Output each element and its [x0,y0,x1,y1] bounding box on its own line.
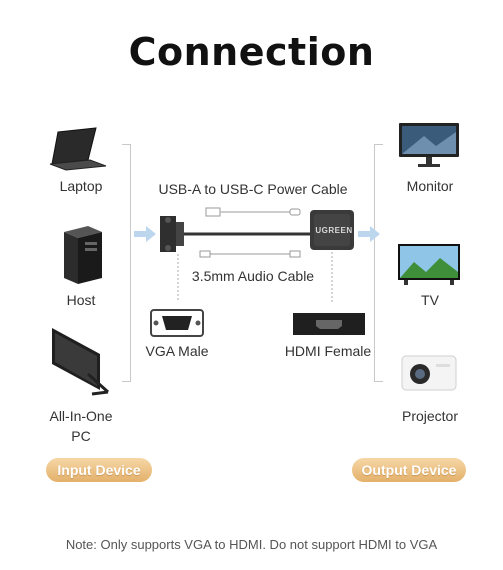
hdmi-port-icon [293,313,365,335]
adapter-drawing [160,207,354,302]
tv-label: TV [421,292,439,308]
vga-port-icon [150,309,204,337]
projector-label: Projector [401,408,459,424]
hdmi-female-label: HDMI Female [284,343,372,359]
output-device-badge: Output Device [352,458,466,482]
page-title: Connection [128,30,375,74]
monitor-label: Monitor [406,178,454,194]
monitor-icon [399,123,459,167]
host-icon [64,226,102,284]
output-bracket [374,144,383,382]
output-arrow-icon [358,226,380,242]
vga-male-label: VGA Male [145,343,209,359]
adapter-brand: UGREEN [315,226,353,235]
input-bracket [122,144,131,382]
laptop-label: Laptop [59,178,103,194]
all-in-one-label-1: All-In-One [49,408,113,424]
power-cable-label: USB-A to USB-C Power Cable [158,181,348,197]
support-note: Note: Only supports VGA to HDMI. Do not … [65,537,438,552]
tv-icon [398,244,460,285]
input-arrow-icon [134,226,156,242]
all-in-one-label-2: PC [71,428,91,444]
audio-cable-label: 3.5mm Audio Cable [191,268,315,284]
host-label: Host [66,292,96,308]
input-device-badge: Input Device [46,458,152,482]
laptop-icon [49,127,107,171]
all-in-one-pc-icon [52,328,110,396]
projector-icon [401,355,457,391]
